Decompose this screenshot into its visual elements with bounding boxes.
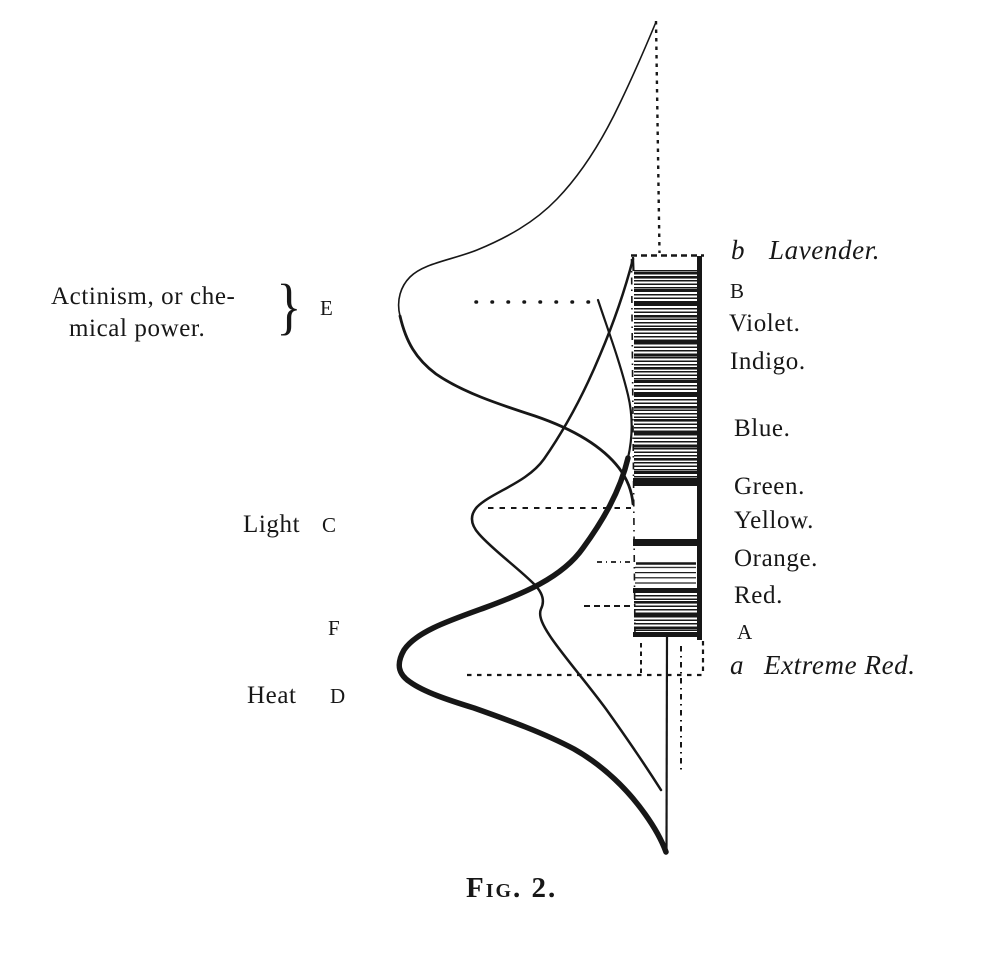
letter-e: E [320, 296, 334, 320]
letter-d: D [330, 684, 347, 708]
figure-caption: Fig. 2. [466, 872, 558, 904]
spectrum-bar [630, 254, 705, 675]
actinism-curve-upper [397, 21, 657, 317]
heat-curve-upper [596, 298, 633, 460]
light-label: Light [243, 511, 301, 538]
bar-band-green-edge [633, 478, 698, 486]
actinism-brace: } [276, 273, 303, 341]
bar-left-edge [630, 258, 636, 640]
bar-band-yellow-edge [633, 539, 698, 546]
heat-curve-main [396, 455, 669, 855]
letter-a-extreme-red: a [730, 650, 745, 680]
bar-hatch-orange [635, 566, 696, 587]
letter-f: F [328, 616, 341, 640]
label-red: Red. [734, 582, 783, 609]
label-violet: Violet. [729, 310, 801, 337]
axis-bottom-solid-line [665, 632, 669, 851]
fraunhofer-letter-b: B [730, 279, 746, 303]
light-curve [470, 257, 663, 792]
label-green: Green. [734, 473, 805, 500]
label-indigo: Indigo. [730, 348, 806, 375]
heat-label: Heat [247, 682, 297, 709]
letter-b-lavender: b [731, 235, 746, 265]
spectrum-axis [654, 20, 682, 851]
curves [396, 21, 669, 855]
label-extreme-red: Extreme Red. [764, 650, 916, 680]
label-orange: Orange. [734, 545, 819, 572]
axis-top-dotted-line [654, 20, 661, 254]
bar-band-red-edge [633, 588, 698, 593]
actinism-label-line2: mical power. [69, 315, 206, 342]
actinism-label-line1: Actinism, or che- [51, 283, 236, 310]
bar-bottom-band [633, 632, 697, 637]
label-yellow: Yellow. [734, 507, 814, 534]
label-blue: Blue. [734, 415, 791, 442]
actinism-curve-lower [398, 314, 635, 506]
label-lavender: Lavender. [769, 235, 881, 265]
letter-c: C [322, 513, 338, 537]
fraunhofer-letter-a: A [737, 620, 754, 644]
